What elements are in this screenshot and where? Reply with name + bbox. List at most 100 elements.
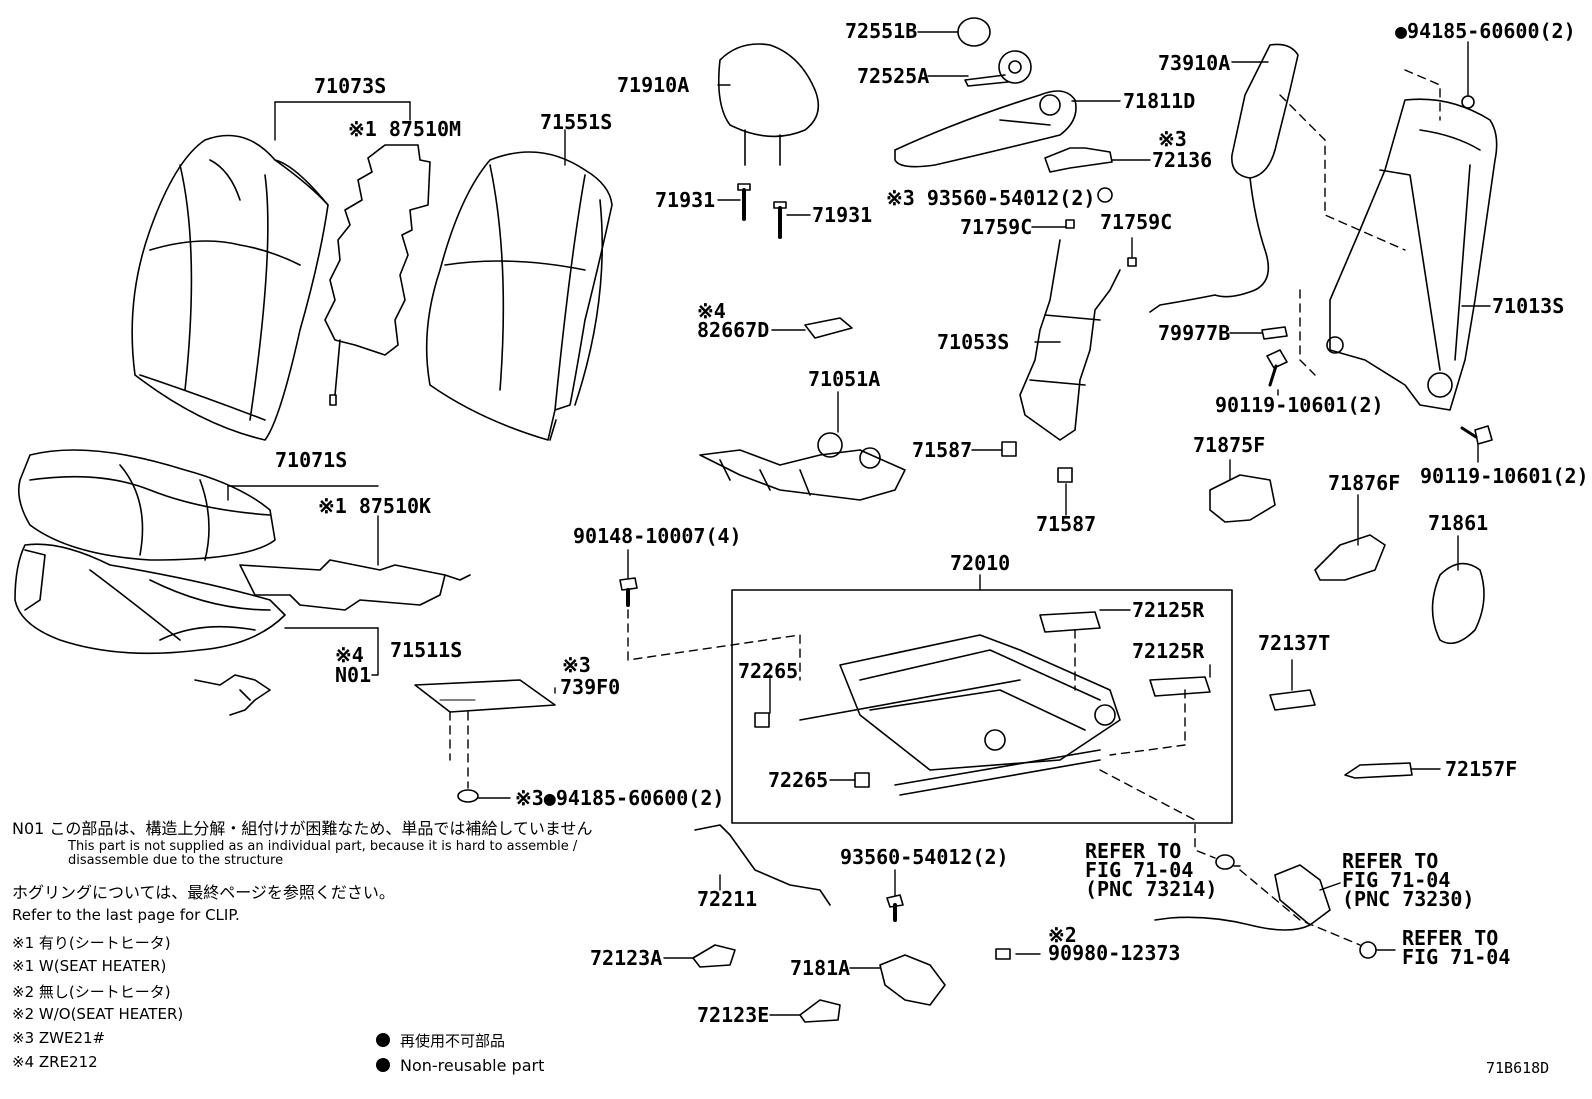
label-71931-a: 71931 xyxy=(655,188,715,212)
note-n01-en-1: This part is not supplied as an individu… xyxy=(68,839,578,854)
label-82667D-note: ※4 xyxy=(697,299,726,323)
label-72125R-a: 72125R xyxy=(1132,598,1205,622)
label-94185-bottom: ※3●94185-60600(2) xyxy=(515,786,724,810)
figure-code: 71B618D xyxy=(1486,1059,1550,1077)
label-72123E: 72123E xyxy=(697,1003,769,1027)
label-7181A: 7181A xyxy=(790,956,850,980)
bracket-7181a-drawing xyxy=(879,954,946,1006)
non-reusable-dot-icon xyxy=(376,1033,390,1047)
label-ref3-a: REFER TO xyxy=(1402,926,1498,950)
label-72136: 72136 xyxy=(1152,148,1212,172)
sheet-739f0-drawing xyxy=(414,679,556,713)
label-72265-a: 72265 xyxy=(738,659,798,683)
part-72265-b-drawing xyxy=(854,772,870,788)
seat-adjuster-drawing xyxy=(799,634,1121,796)
seat-cushion-cover-drawing xyxy=(17,449,276,561)
note-k3: ※3 ZWE21# xyxy=(12,1029,106,1047)
label-71587-a: 71587 xyxy=(912,438,972,462)
label-72265-b: 72265 xyxy=(768,768,828,792)
label-739F0: 739F0 xyxy=(560,675,620,699)
label-N01-note: ※4 xyxy=(335,643,364,667)
part-72125r-a-drawing xyxy=(1039,611,1101,633)
bracket-71876f-drawing xyxy=(1314,534,1386,581)
assembly-dashed-lines xyxy=(449,69,1441,946)
label-90148: 90148-10007(4) xyxy=(573,524,742,548)
seatback-pad-drawing xyxy=(425,151,613,441)
clip-71587-b-drawing xyxy=(1057,467,1073,483)
bolt-90148-drawing xyxy=(619,577,638,607)
label-93560-bottom: 93560-54012(2) xyxy=(840,845,1009,869)
label-71551S: 71551S xyxy=(540,110,612,134)
knob-cover-drawing xyxy=(957,17,991,47)
harness-n01-drawing xyxy=(194,674,271,716)
legend-en: Non-reusable part xyxy=(400,1056,545,1075)
label-72551B: 72551B xyxy=(845,19,917,43)
label-ref2-b: FIG 71-04 xyxy=(1342,868,1450,892)
label-71861: 71861 xyxy=(1428,511,1488,535)
cushion-spring-drawing xyxy=(699,432,906,501)
note-k2-jp: ※2 無し(シートヒータ) xyxy=(12,983,171,1001)
note-k4: ※4 ZRE212 xyxy=(12,1053,98,1071)
label-90119-a: 90119-10601(2) xyxy=(1215,393,1384,417)
note-k1-jp: ※1 有り(シートヒータ) xyxy=(12,934,171,952)
label-71053S: 71053S xyxy=(937,330,1009,354)
note-clip-en: Refer to the last page for CLIP. xyxy=(12,906,240,924)
headrest-guides-drawing xyxy=(737,183,787,240)
label-72525A: 72525A xyxy=(857,64,929,88)
legend-en-row: Non-reusable part xyxy=(376,1056,544,1075)
bolt-93560-top-drawing xyxy=(1097,187,1113,203)
label-71511S: 71511S xyxy=(390,638,462,662)
seatback-cover-drawing xyxy=(131,134,329,441)
label-ref2-c: (PNC 73230) xyxy=(1342,887,1474,911)
label-72211: 72211 xyxy=(697,887,757,911)
label-72137T: 72137T xyxy=(1258,631,1330,655)
note-clip-jp: ホグリングについては、最終ページを参照ください。 xyxy=(12,883,395,902)
bracket-72136-drawing xyxy=(1044,147,1113,173)
clip-71759c-b-drawing xyxy=(1127,257,1137,267)
bolt-93560-bottom-drawing xyxy=(886,894,904,922)
label-71073S: 71073S xyxy=(314,74,386,98)
label-71071S: 71071S xyxy=(275,448,347,472)
part-72157f-drawing xyxy=(1344,762,1413,779)
label-90980: 90980-12373 xyxy=(1048,941,1180,965)
label-71759C-b: 71759C xyxy=(1100,210,1172,234)
label-71910A: 71910A xyxy=(617,73,689,97)
label-93560-top: ※3 93560-54012(2) xyxy=(886,186,1095,210)
label-73910A: 73910A xyxy=(1158,51,1230,75)
leader-lines xyxy=(227,31,1491,1016)
rod-72211-drawing xyxy=(694,824,831,906)
label-90119-b: 90119-10601(2) xyxy=(1420,464,1589,488)
cover-71861-drawing xyxy=(1431,562,1485,645)
part-72125r-b-drawing xyxy=(1149,676,1211,697)
label-ref1-a: REFER TO xyxy=(1085,839,1181,863)
label-71587-b: 71587 xyxy=(1036,512,1096,536)
label-72123A: 72123A xyxy=(590,946,662,970)
label-71013S: 71013S xyxy=(1492,294,1564,318)
part-72265-a-drawing xyxy=(754,712,770,728)
nut-94185-bottom-drawing xyxy=(457,789,479,803)
note-n01-en-2: disassemble due to the structure xyxy=(68,853,284,868)
label-ref1-b: FIG 71-04 xyxy=(1085,858,1193,882)
label-739F0-note: ※3 xyxy=(562,653,591,677)
non-reusable-dot-icon xyxy=(376,1058,390,1072)
clip-71759c-a-drawing xyxy=(1065,219,1075,229)
part-72123a-drawing xyxy=(692,944,736,968)
label-82667D: 82667D xyxy=(697,318,769,342)
legend-jp: 再使用不可部品 xyxy=(400,1032,506,1050)
legend-jp-row: 再使用不可部品 xyxy=(376,1030,505,1051)
label-71931-b: 71931 xyxy=(812,203,872,227)
pad-79977b-drawing xyxy=(1261,326,1288,340)
lumbar-support-drawing xyxy=(1019,239,1121,441)
label-71811D: 71811D xyxy=(1123,89,1195,113)
label-N01: N01 xyxy=(335,663,371,687)
label-79977B: 79977B xyxy=(1158,321,1230,345)
label-71875F: 71875F xyxy=(1193,433,1265,457)
label-ref3-b: FIG 71-04 xyxy=(1402,945,1510,969)
part-72137t-drawing xyxy=(1269,689,1316,711)
label-ref1-c: (PNC 73214) xyxy=(1085,877,1217,901)
note-n01-jp: N01 この部品は、構造上分解・組付けが困難なため、単品では補給していません xyxy=(12,819,593,838)
seat-cushion-heater-drawing xyxy=(239,559,471,611)
bolt-90119-b-drawing xyxy=(1460,425,1493,445)
headrest-drawing xyxy=(717,43,820,166)
